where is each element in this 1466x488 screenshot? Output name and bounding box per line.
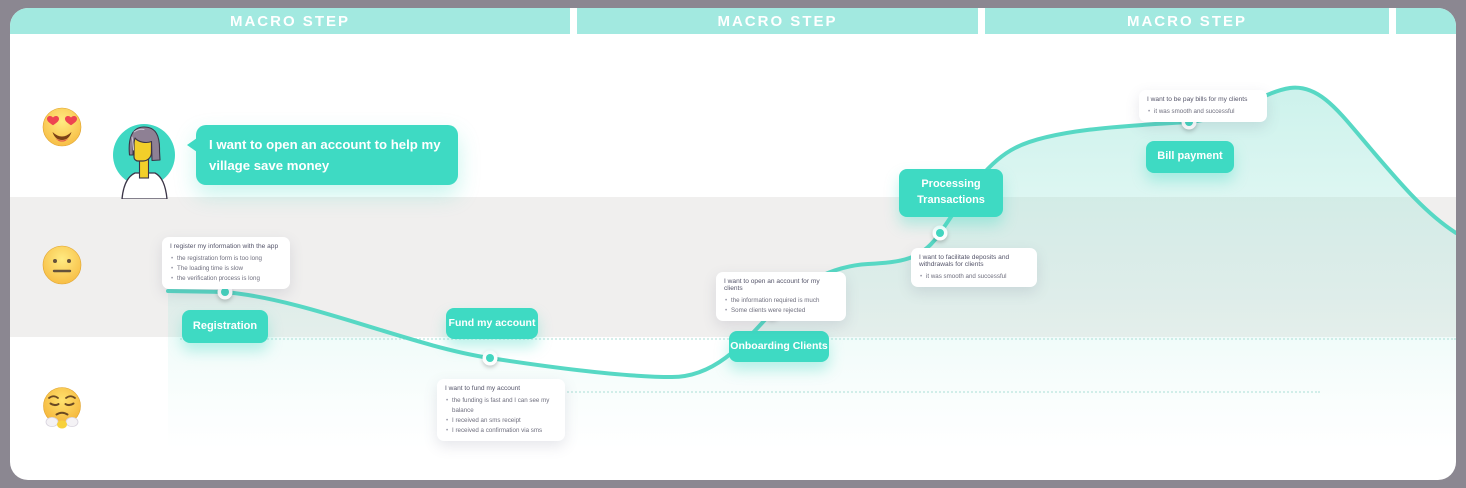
note-title: I register my information with the app — [170, 243, 279, 250]
note-bullet: Some clients were rejected — [724, 306, 838, 316]
neutral-face-emoji[interactable] — [42, 245, 82, 289]
note-bullet-list: the funding is fast and I can see my bal… — [445, 396, 557, 436]
note-processing-transactions[interactable]: I want to facilitate deposits and withdr… — [911, 248, 1037, 287]
step-label: Onboarding Clients — [730, 339, 828, 352]
macro-step-label: MACRO STEP — [1126, 12, 1247, 30]
note-bullet: the registration form is too long — [170, 254, 282, 264]
macro-step-label: MACRO STEP — [717, 12, 838, 30]
note-title: I want to fund my account — [445, 385, 521, 392]
step-pill-bill-payment[interactable]: Bill payment — [1146, 141, 1234, 173]
note-bullet: the information required is much — [724, 296, 838, 306]
persona-speech-bubble[interactable]: I want to open an account to help my vil… — [187, 125, 458, 186]
note-bullet: it was smooth and successful — [1147, 107, 1259, 117]
speech-text: I want to open an account to help my vil… — [209, 137, 441, 174]
macro-step-bar-2[interactable]: MACRO STEP — [577, 8, 978, 34]
step-label: Registration — [192, 319, 258, 332]
step-pill-fund-my-account[interactable]: Fund my account — [446, 308, 538, 339]
macro-step-bar-1[interactable]: MACRO STEP — [10, 8, 570, 34]
journey-map-canvas: MACRO STEP MACRO STEP MACRO STEP — [10, 8, 1456, 480]
step-label: Processing Transactions — [917, 178, 985, 206]
steam-from-nose-emoji[interactable] — [42, 387, 82, 431]
note-bullet-list: the information required is muchSome cli… — [724, 296, 838, 316]
step-pill-registration[interactable]: Registration — [182, 310, 268, 343]
note-bullet: it was smooth and successful — [919, 272, 1029, 282]
note-bullet-list: it was smooth and successful — [1147, 107, 1259, 117]
note-bullet: I received a confirmation via sms — [445, 426, 557, 436]
note-registration[interactable]: I register my information with the app t… — [162, 237, 290, 289]
step-pill-onboarding-clients[interactable]: Onboarding Clients — [729, 331, 829, 362]
note-bullet: The loading time is slow — [170, 264, 282, 274]
note-bullet-list: the registration form is too longThe loa… — [170, 254, 282, 284]
note-title: I want to facilitate deposits and withdr… — [919, 254, 1010, 268]
note-title: I want to be pay bills for my clients — [1147, 96, 1248, 103]
step-pill-processing-transactions[interactable]: Processing Transactions — [899, 169, 1003, 217]
note-bullet-list: it was smooth and successful — [919, 272, 1029, 282]
step-label: Bill payment — [1157, 150, 1223, 163]
dotted-guide-line — [440, 391, 1320, 393]
macro-step-label: MACRO STEP — [229, 12, 350, 30]
note-fund-my-account[interactable]: I want to fund my account the funding is… — [437, 379, 565, 441]
macro-step-bar-3[interactable]: MACRO STEP — [985, 8, 1389, 34]
persona-avatar[interactable] — [113, 122, 175, 200]
note-bill-payment[interactable]: I want to be pay bills for my clients it… — [1139, 90, 1267, 122]
note-bullet: the funding is fast and I can see my bal… — [445, 396, 557, 416]
step-label: Fund my account — [448, 316, 536, 329]
note-onboarding-clients[interactable]: I want to open an account for my clients… — [716, 272, 846, 321]
note-title: I want to open an account for my clients — [724, 278, 820, 292]
heart-eyes-emoji[interactable] — [42, 107, 82, 151]
note-bullet: I received an sms receipt — [445, 416, 557, 426]
macro-step-bar-partial[interactable] — [1396, 8, 1456, 34]
note-bullet: the verification process is long — [170, 274, 282, 284]
